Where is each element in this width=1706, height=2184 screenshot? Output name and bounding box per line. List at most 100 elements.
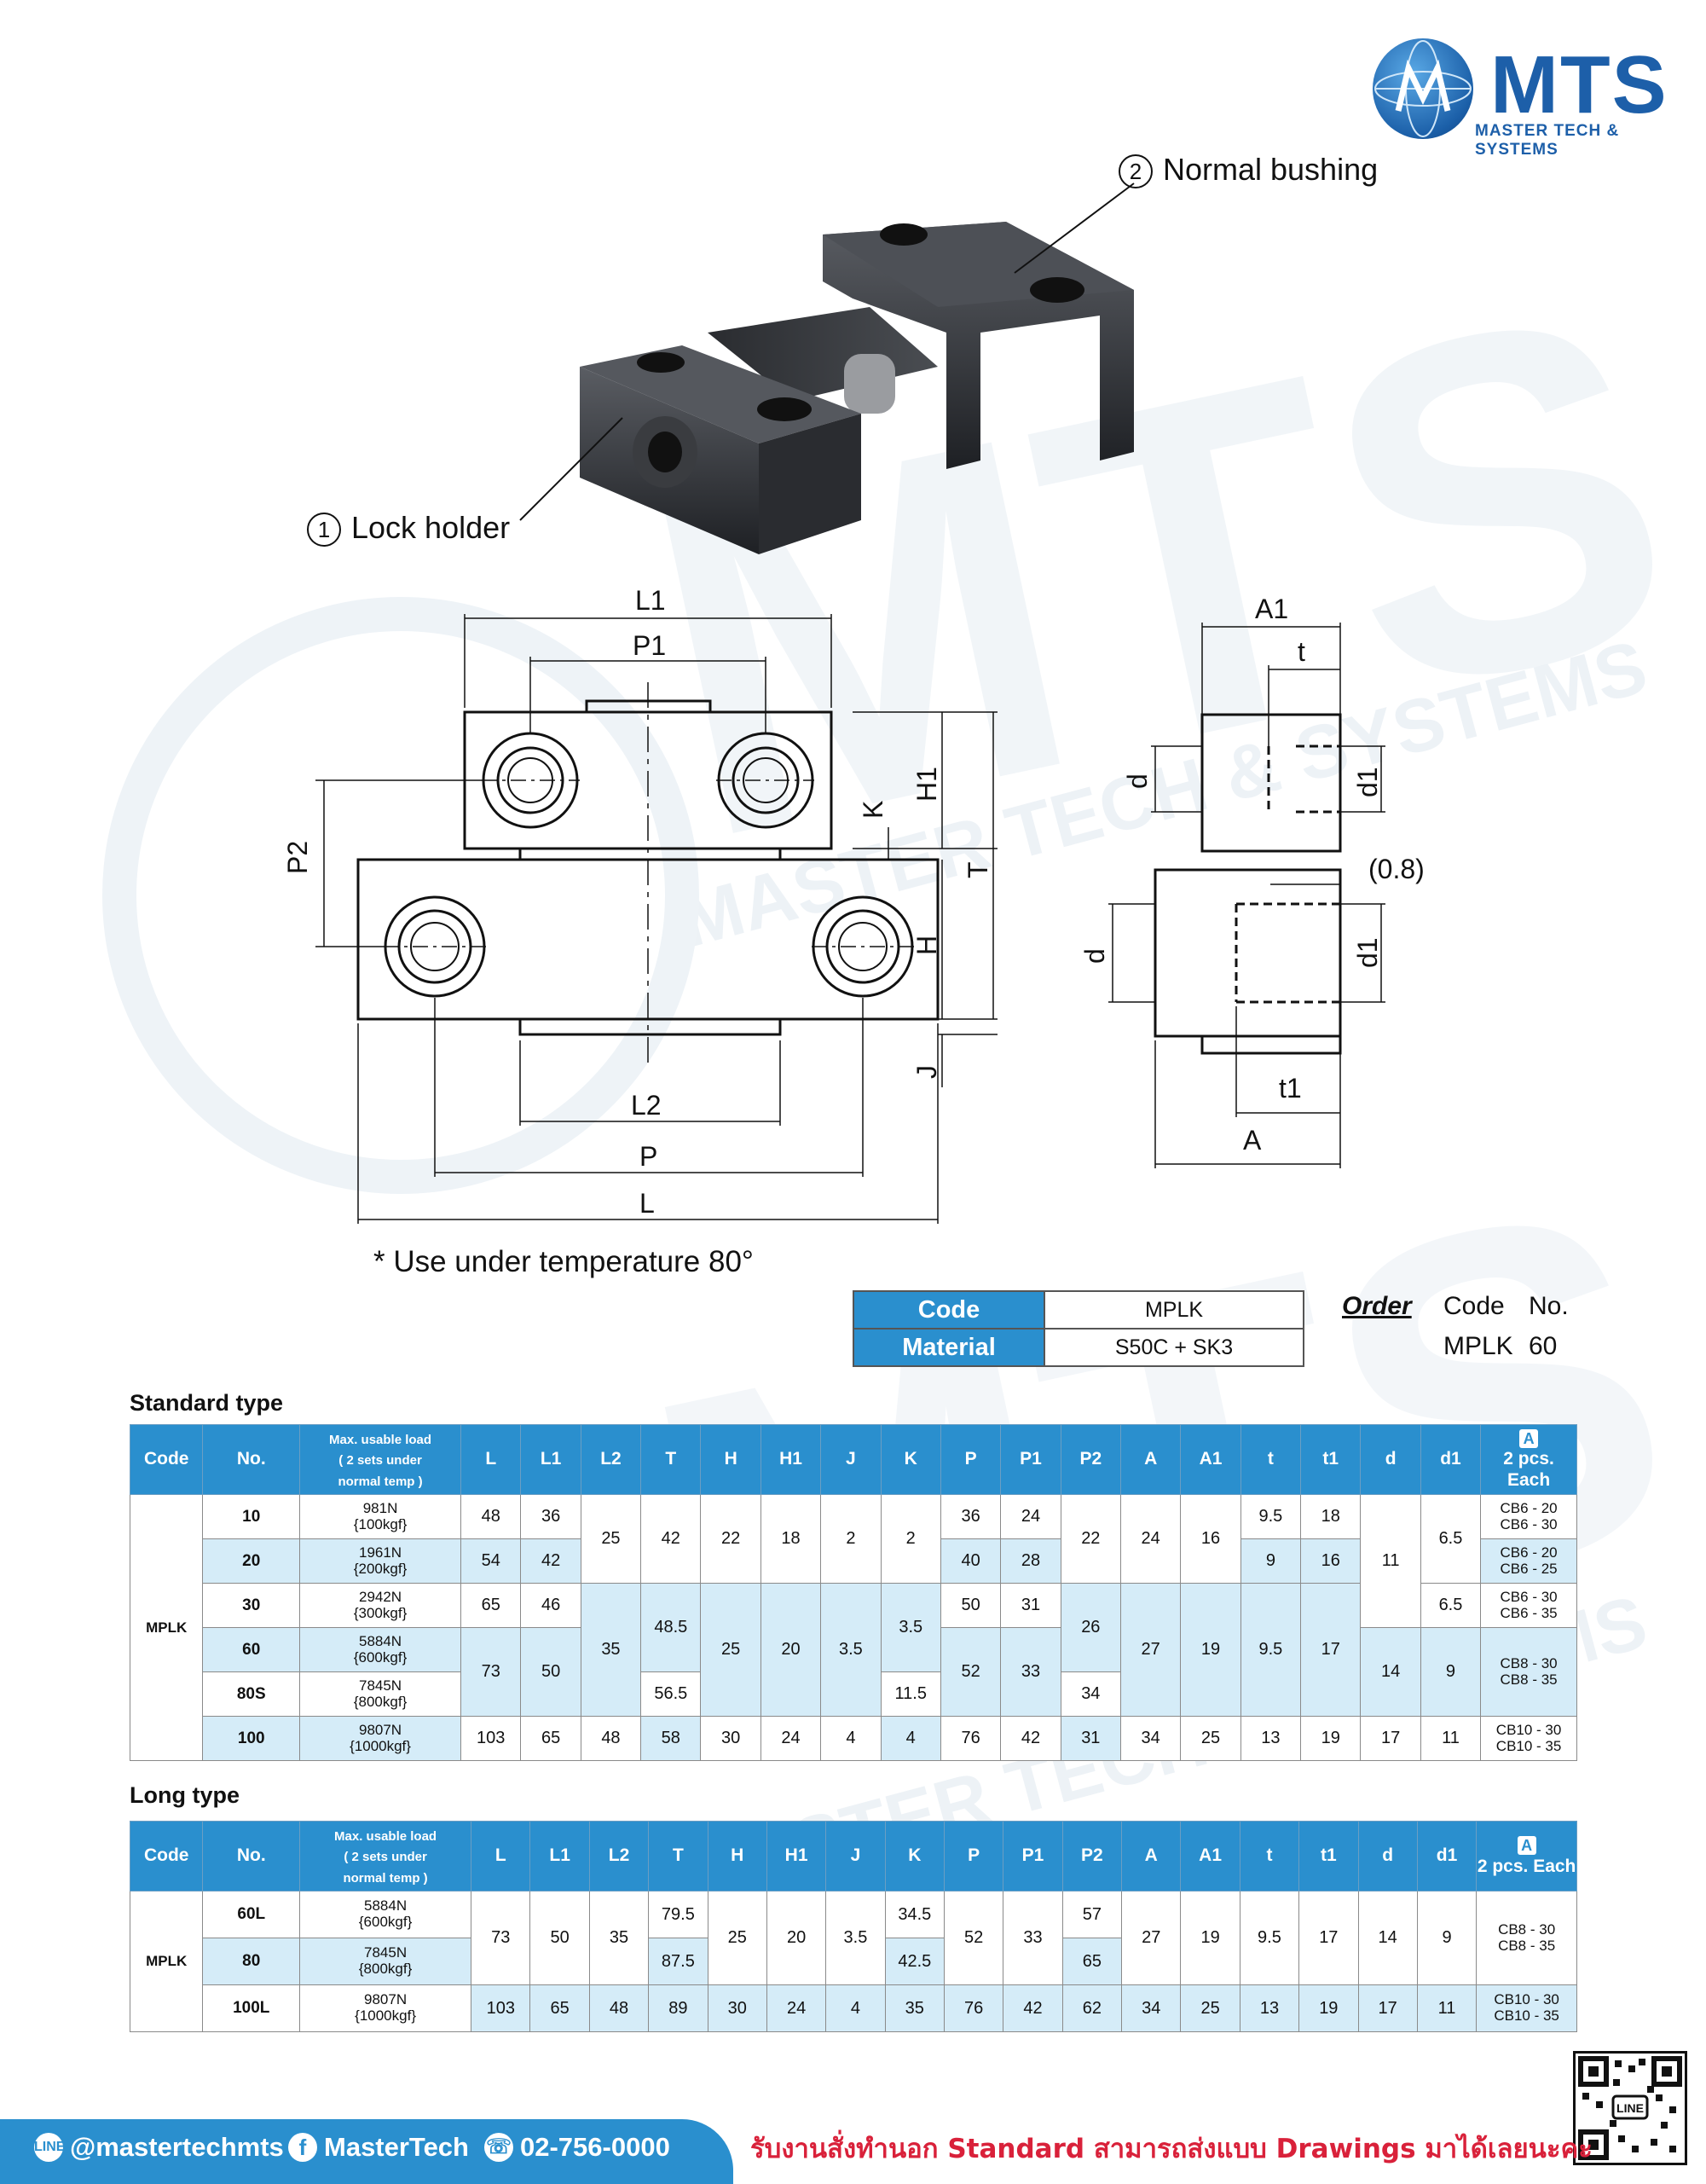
cell-H: 25 (707, 1891, 767, 1985)
cell-t: 9.5 (1239, 1891, 1300, 1985)
cell-L2: 35 (580, 1583, 642, 1717)
cell-P1: 28 (1000, 1538, 1061, 1584)
table-row: MPLK 60L 5884N{600kgf} 73 50 35 79.5 25 … (129, 1891, 1577, 2032)
cell-t1: 18 (1300, 1494, 1362, 1539)
cell-t: 13 (1239, 1984, 1300, 2032)
cell-P: 40 (940, 1538, 1002, 1584)
dim-gap: (0.8) (1368, 854, 1425, 884)
cell-L: 103 (471, 1984, 531, 2032)
cell-L2: 48 (580, 1716, 642, 1761)
col-L1: L1 (520, 1424, 581, 1495)
leader-line-lock-holder (519, 417, 623, 521)
qr-code[interactable]: LINE (1573, 2051, 1687, 2165)
facebook-icon: f (288, 2133, 317, 2162)
cell-t: 9.5 (1240, 1583, 1302, 1717)
cell-P2: 57 (1061, 1891, 1123, 1938)
cell-L1: 46 (520, 1583, 581, 1628)
brand-tagline: MASTER TECH & SYSTEMS (1475, 122, 1620, 159)
cell-t1: 19 (1300, 1716, 1362, 1761)
cell-P1: 42 (1000, 1716, 1061, 1761)
cell-K: 4 (880, 1716, 941, 1761)
cell-L1: 65 (529, 1984, 590, 2032)
col-P: P (940, 1424, 1002, 1495)
col-K: K (880, 1424, 941, 1495)
col-d1: d1 (1416, 1821, 1478, 1891)
col-K: K (884, 1821, 945, 1891)
cell-L: 48 (460, 1494, 522, 1539)
no-cell: 80 (202, 1938, 301, 1985)
no-cell: 30 (202, 1583, 301, 1628)
footer-line[interactable]: LINE @mastertechmts (34, 2132, 284, 2163)
cell-L1: 42 (520, 1538, 581, 1584)
code-value: MPLK (1044, 1290, 1304, 1330)
cell-A1: 19 (1180, 1891, 1240, 1985)
cell-H: 30 (700, 1716, 761, 1761)
cell-P1: 31 (1000, 1583, 1061, 1628)
cell-L: 65 (460, 1583, 522, 1628)
cell-H1: 20 (766, 1891, 827, 1985)
col-no: No. (202, 1821, 301, 1891)
order-code-value: MPLK (1443, 1332, 1513, 1360)
col-T: T (640, 1424, 702, 1495)
cell-P1: 33 (1000, 1627, 1061, 1717)
col-H: H (700, 1424, 761, 1495)
dim-d1-lower: d1 (1352, 937, 1383, 968)
dim-L: L (639, 1188, 655, 1219)
code-cell: MPLK (129, 1494, 204, 1761)
load-cell: 7845N{800kgf} (299, 1671, 462, 1717)
table-row: 100L 9807N{1000kgf} 103 65 48 89 30 24 4… (130, 1984, 1577, 2032)
col-L2: L2 (588, 1821, 650, 1891)
cell-L: 103 (460, 1716, 522, 1761)
dim-t: t (1298, 636, 1305, 667)
cell-L1: 50 (520, 1627, 581, 1717)
cell-A: 27 (1121, 1891, 1182, 1985)
globe-logo-icon (1373, 38, 1473, 139)
footer-facebook[interactable]: f MasterTech (288, 2132, 469, 2163)
cell-P1: 33 (1003, 1891, 1063, 1985)
col-P: P (943, 1821, 1004, 1891)
col-H1: H1 (760, 1424, 822, 1495)
col-t: t (1240, 1424, 1302, 1495)
cell-J: 4 (820, 1716, 882, 1761)
dim-d: d (1122, 773, 1153, 789)
col-L2: L2 (580, 1424, 642, 1495)
cell-P: 52 (940, 1627, 1002, 1717)
footer-phone[interactable]: ☏ 02-756-0000 (484, 2132, 670, 2163)
col-H1: H1 (766, 1821, 827, 1891)
cell-P: 76 (940, 1716, 1002, 1761)
load-cell: 7845N{800kgf} (299, 1938, 472, 1985)
phone-number: 02-756-0000 (520, 2132, 670, 2162)
line-id: @mastertechmts (70, 2132, 284, 2162)
callout-number: 2 (1119, 154, 1153, 189)
cell-t1: 17 (1298, 1891, 1359, 1985)
table-row: 100 9807N{1000kgf} 103 65 48 58 30 24 4 … (130, 1716, 1577, 1761)
material-value: S50C + SK3 (1044, 1328, 1304, 1367)
dim-H1: H1 (911, 767, 942, 802)
load-cell: 5884N{600kgf} (299, 1627, 462, 1672)
cell-P2: 62 (1061, 1984, 1123, 2032)
cell-J: 3.5 (820, 1583, 882, 1717)
cell-T: 79.5 (648, 1891, 708, 1938)
cell-H: 25 (700, 1583, 761, 1717)
no-cell: 80S (202, 1671, 301, 1717)
table-row: 80S 7845N{800kgf} 56.5 11.5 34 (130, 1671, 1577, 1717)
cell-P2: 34 (1060, 1671, 1122, 1717)
dim-H: H (911, 936, 942, 955)
dim-P2: P2 (282, 841, 313, 874)
dim-A1: A1 (1255, 594, 1288, 624)
cell-J: 3.5 (825, 1891, 886, 1985)
cell-d: 17 (1360, 1716, 1421, 1761)
table-row: 30 2942N{300kgf} 65 46 35 48.5 25 20 3.5… (130, 1583, 1577, 1717)
footer-bar (0, 2119, 733, 2184)
callout-number: 1 (307, 513, 341, 547)
cell-d1: 6.5 (1420, 1494, 1482, 1584)
col-d: d (1360, 1424, 1421, 1495)
dim-T: T (963, 861, 993, 878)
cell-P2: 22 (1060, 1494, 1122, 1584)
